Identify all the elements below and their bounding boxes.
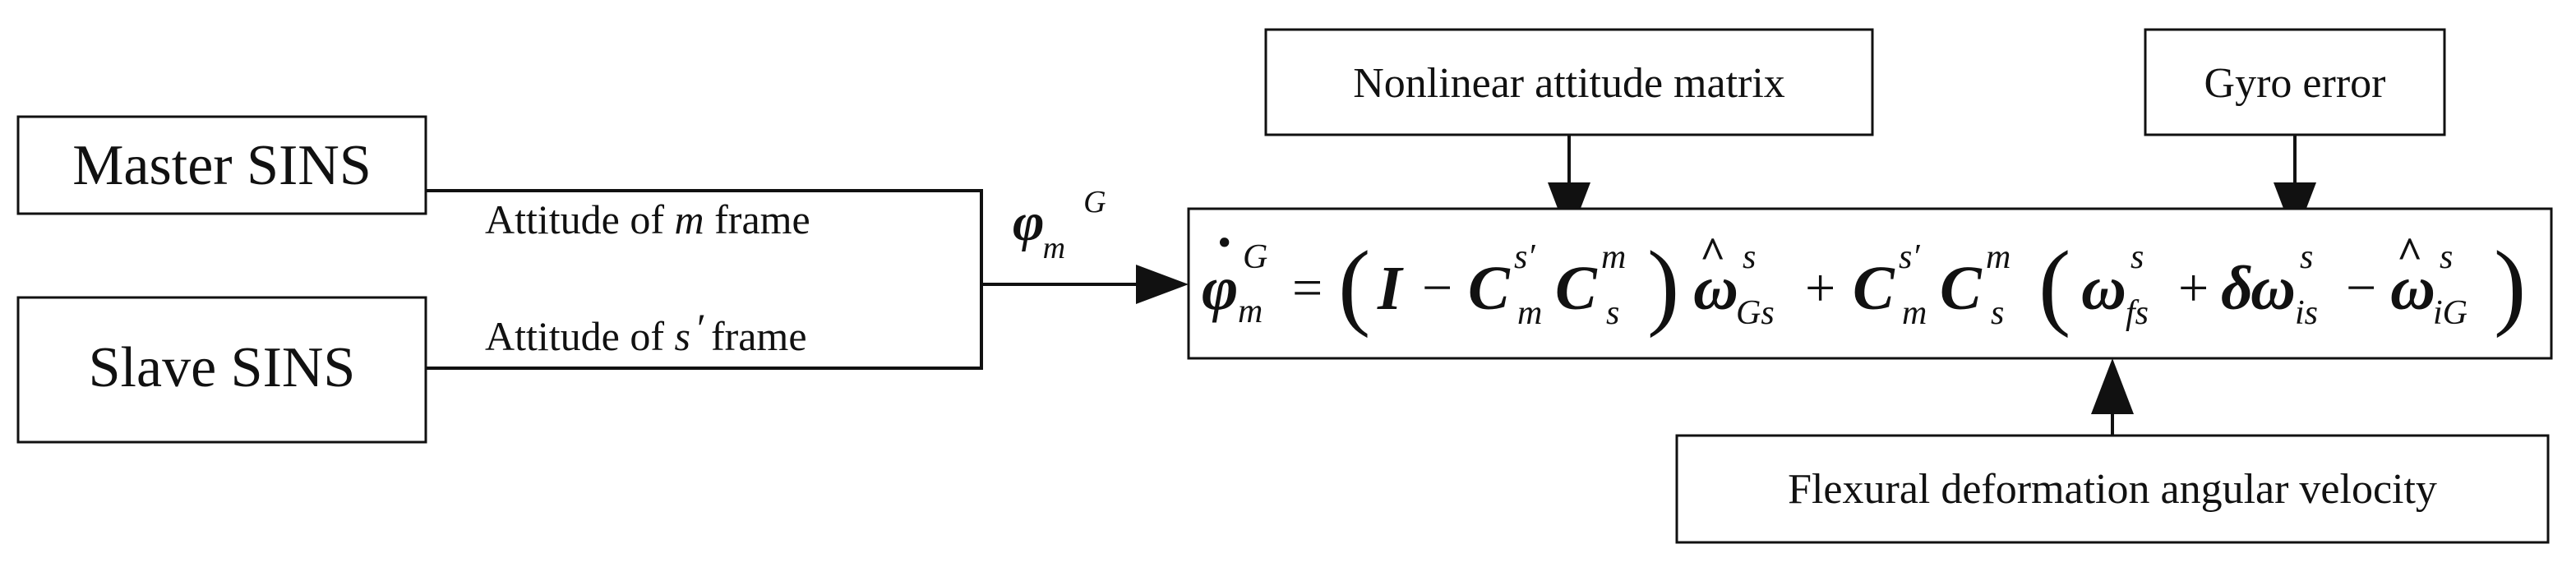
phi-sup: G bbox=[1083, 185, 1106, 219]
eq-omega-hat-2-sub: iG bbox=[2433, 294, 2468, 332]
phi-symbol: φ bbox=[1013, 192, 1045, 252]
flexural-deformation-label: Flexural deformation angular velocity bbox=[1788, 466, 2437, 513]
slave-connector-line bbox=[426, 284, 983, 370]
eq-c3: C bbox=[1853, 254, 1895, 323]
eq-phi-sub: m bbox=[1238, 293, 1263, 330]
eq-c1-sub: m bbox=[1517, 294, 1542, 332]
attitude-m-prefix: Attitude of bbox=[485, 196, 675, 242]
eq-omega-hat-1-sup: s bbox=[1743, 238, 1756, 276]
eq-phi: φ bbox=[1202, 254, 1238, 323]
eq-c4-sup: m bbox=[1986, 238, 2010, 276]
nonlinear-attitude-box bbox=[1264, 28, 1874, 136]
attitude-m-label: Attitude of m frame bbox=[485, 196, 810, 242]
eq-equals: = bbox=[1292, 258, 1323, 318]
eq-omega-is-sub: is bbox=[2295, 294, 2318, 332]
eq-omega-fs-sup: s bbox=[2131, 238, 2144, 276]
attitude-s-prime: ′ bbox=[697, 305, 706, 351]
eq-identity: I bbox=[1377, 254, 1404, 323]
eq-omega-hat-2-sup: s bbox=[2440, 238, 2453, 276]
eq-rparen-2: ) bbox=[2494, 231, 2526, 339]
phi-m-g-label: φmG bbox=[1013, 185, 1106, 265]
slave-sins-box bbox=[16, 296, 427, 444]
eq-minus-1: − bbox=[1422, 258, 1452, 318]
eq-c3-sup: s′ bbox=[1899, 238, 1920, 276]
eq-plus-2: + bbox=[2178, 258, 2209, 318]
eq-minus-2: − bbox=[2346, 258, 2376, 318]
eq-omega-hat-1: ω bbox=[1693, 254, 1738, 323]
attitude-s-label: Attitude of s′frame bbox=[485, 305, 807, 359]
gyro-error-box bbox=[2144, 28, 2446, 136]
eq-rparen-1: ) bbox=[1647, 231, 1679, 339]
eq-phi-sup: G bbox=[1243, 238, 1267, 276]
slave-sins-label: Slave SINS bbox=[89, 336, 356, 399]
nonlinear-attitude-label: Nonlinear attitude matrix bbox=[1353, 60, 1785, 107]
eq-c1: C bbox=[1468, 254, 1511, 323]
attitude-m-suffix: frame bbox=[704, 196, 810, 242]
eq-lparen-1: ( bbox=[1338, 231, 1370, 339]
eq-omega-fs-sub: fs bbox=[2126, 294, 2149, 332]
eq-omega-hat-1-sub: Gs bbox=[1736, 294, 1775, 332]
flexural-arrowhead bbox=[2091, 358, 2134, 414]
eq-omega-hat-2: ω bbox=[2390, 254, 2435, 323]
eq-omega-hat-2-hat: ^ bbox=[2397, 228, 2422, 278]
eq-omega-fs: ω bbox=[2081, 254, 2126, 323]
eq-c2-sup: m bbox=[1601, 238, 1626, 276]
eq-delta: δ bbox=[2221, 254, 2253, 323]
eq-omega-is-sup: s bbox=[2300, 238, 2313, 276]
eq-lparen-2: ( bbox=[2038, 231, 2070, 339]
eq-c2: C bbox=[1555, 254, 1598, 323]
eq-plus-1: + bbox=[1805, 258, 1835, 318]
equation: φ · G m = ( I − C s′ m C m s ) ω ^ s Gs … bbox=[1202, 211, 2526, 339]
eq-c4: C bbox=[1940, 254, 1983, 323]
input-arrowhead bbox=[1136, 265, 1189, 304]
attitude-s-prefix: Attitude of bbox=[485, 313, 675, 359]
master-sins-label: Master SINS bbox=[72, 134, 372, 197]
attitude-s-suffix: frame bbox=[711, 313, 807, 359]
attitude-m-var: m bbox=[675, 196, 704, 242]
equation-box bbox=[1187, 207, 2553, 360]
gyro-error-label: Gyro error bbox=[2204, 60, 2386, 107]
eq-c2-sub: s bbox=[1606, 294, 1619, 332]
flexural-deformation-box bbox=[1675, 434, 2550, 544]
phi-sub: m bbox=[1043, 231, 1065, 265]
attitude-s-var: s bbox=[675, 313, 690, 359]
eq-c3-sub: m bbox=[1902, 294, 1927, 332]
eq-phi-dot: · bbox=[1215, 211, 1234, 274]
eq-c1-sup: s′ bbox=[1514, 238, 1535, 276]
eq-omega-hat-1-hat: ^ bbox=[1700, 228, 1725, 278]
eq-c4-sub: s bbox=[1991, 294, 2004, 332]
master-sins-box bbox=[16, 115, 427, 215]
eq-omega-is: ω bbox=[2251, 254, 2296, 323]
